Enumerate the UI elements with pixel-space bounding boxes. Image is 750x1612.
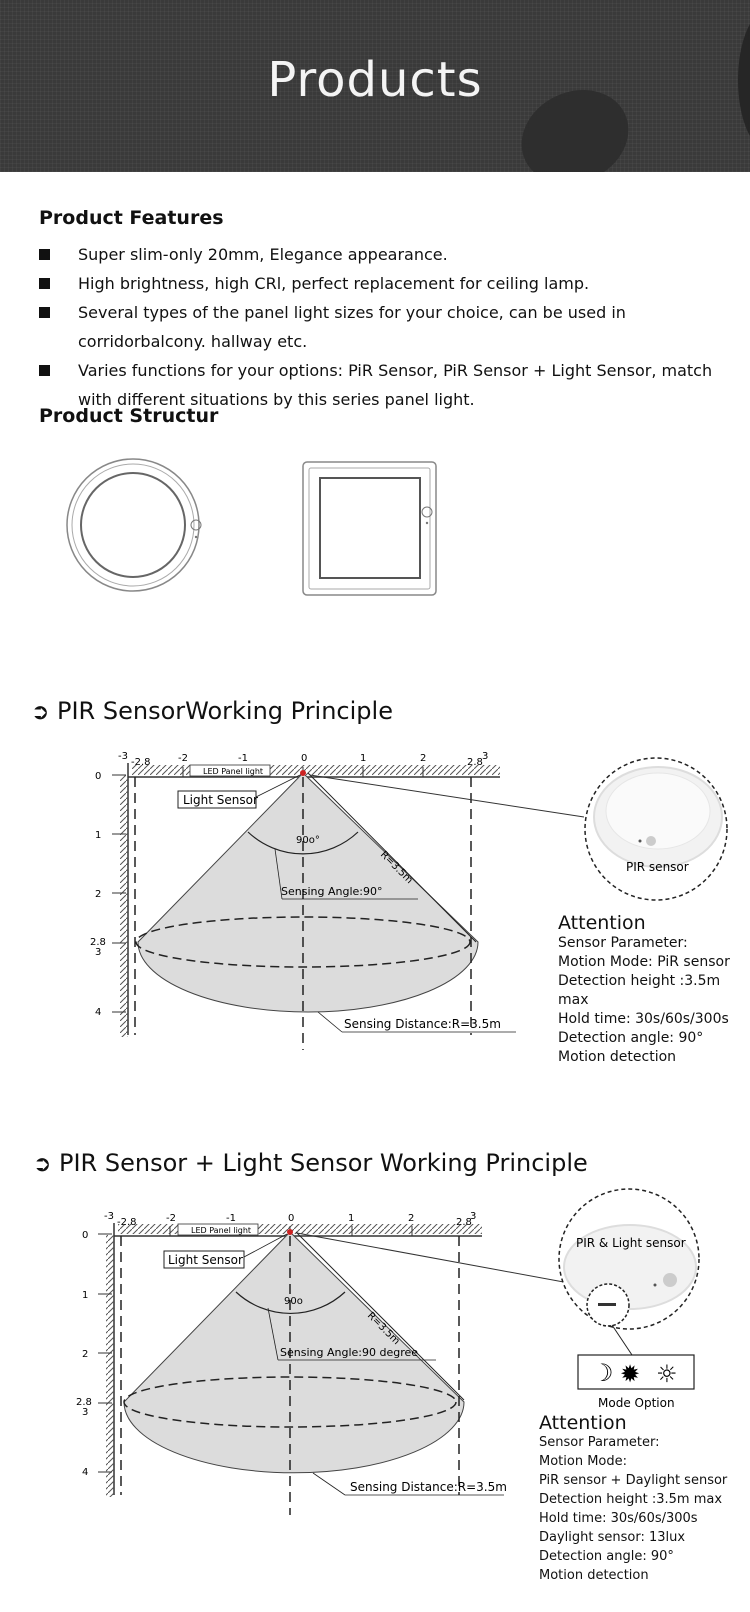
tick-label: 2.8 <box>456 1217 472 1228</box>
pir-product-photo: PIR sensor <box>584 757 728 901</box>
tick-label: 2 <box>408 1213 414 1224</box>
tick-label: 3 <box>82 1407 88 1418</box>
tick-label: 2.8 <box>76 1397 92 1408</box>
page-title: Products <box>267 52 483 108</box>
sensor-point <box>287 1229 293 1235</box>
panel-light-label: LED Panel light <box>191 1226 251 1235</box>
product-structure-drawing <box>66 458 437 596</box>
square-panel-drawing <box>302 461 437 596</box>
light-sensor-label: Light Sensor <box>168 1253 243 1267</box>
tick-label: -1 <box>238 753 248 764</box>
sensing-distance-label: Sensing Distance:R=3.5m <box>350 1480 507 1494</box>
pir-light-product-photo: PIR & Light sensor <box>558 1188 700 1330</box>
feature-item: Varies functions for your options: PiR S… <box>39 356 729 414</box>
bright-sun-icon: ✹ <box>620 1360 640 1388</box>
angle-label: 90o° <box>296 835 320 846</box>
feature-item: Super slim-only 20mm, Elegance appearanc… <box>39 240 729 269</box>
product-label: PIR & Light sensor <box>576 1236 686 1250</box>
structure-heading: Product Structur <box>39 405 219 427</box>
panel-light-label: LED Panel light <box>203 767 263 776</box>
features-heading: Product Features <box>39 207 224 229</box>
tick-label: -3 <box>118 751 128 762</box>
tick-label: 2 <box>82 1349 88 1360</box>
moon-icon: ☽ <box>592 1359 614 1387</box>
sensing-cone <box>137 772 479 1013</box>
square-bullet-icon <box>39 365 50 376</box>
tick-label: 2 <box>420 753 426 764</box>
tick-label: 3 <box>95 947 101 958</box>
tick-label: 1 <box>82 1290 88 1301</box>
light-sensor-label: Light Sensor <box>183 793 258 807</box>
tick-label: -2.8 <box>117 1217 137 1228</box>
tick-label: -2.8 <box>131 757 151 768</box>
tick-label: -2 <box>178 753 188 764</box>
tick-label: 2.8 <box>90 937 106 948</box>
tick-label: 3 <box>470 1211 476 1222</box>
feature-item: High brightness, high CRl, perfect repla… <box>39 269 729 298</box>
tick-label: 2.8 <box>467 757 483 768</box>
tick-label: -2 <box>166 1213 176 1224</box>
tick-label: 1 <box>348 1213 354 1224</box>
square-bullet-icon <box>39 278 50 289</box>
pir-principle-heading: ➲PIR SensorWorking Principle <box>31 697 393 725</box>
tick-label: 0 <box>301 753 307 764</box>
sensing-angle-label: Sensing Angle:90° <box>281 885 382 898</box>
tick-label: 1 <box>95 830 101 841</box>
tick-label: 3 <box>482 751 488 762</box>
tick-label: 2 <box>95 889 101 900</box>
tick-label: -3 <box>104 1211 114 1222</box>
pir-attention: Attention Sensor Parameter: Motion Mode:… <box>558 912 730 1065</box>
tick-label: 0 <box>95 771 101 782</box>
sensing-angle-label: Sensing Angle:90 degree <box>280 1346 418 1359</box>
sensing-cone <box>123 1231 465 1474</box>
pir-light-diagram: -3 -2.8 -2 -1 0 1 2 2.8 3 0 1 2 2.8 3 4 … <box>76 1188 700 1515</box>
tick-label: 0 <box>82 1230 88 1241</box>
sensing-ellipse <box>135 916 471 968</box>
square-bullet-icon <box>39 249 50 260</box>
pir-light-attention: Attention Sensor Parameter: Motion Mode:… <box>539 1412 728 1584</box>
tick-label: 4 <box>95 1007 101 1018</box>
tick-label: 0 <box>288 1213 294 1224</box>
sun-icon: ☼ <box>656 1360 678 1388</box>
arrow-circle-right-icon: ➲ <box>31 700 50 725</box>
product-label: PIR sensor <box>626 860 689 874</box>
tick-label: 1 <box>360 753 366 764</box>
sensing-distance-label: Sensing Distance:R=3.5m <box>344 1017 501 1031</box>
square-bullet-icon <box>39 307 50 318</box>
sensing-ellipse <box>123 1376 457 1428</box>
feature-item: Several types of the panel light sizes f… <box>39 298 729 356</box>
pir-light-principle-heading: ➲PIR Sensor + Light Sensor Working Princ… <box>33 1149 588 1177</box>
angle-label: 90o <box>284 1296 303 1307</box>
features-list: Super slim-only 20mm, Elegance appearanc… <box>39 240 729 414</box>
arrow-circle-right-icon: ➲ <box>33 1152 52 1177</box>
hero-banner: Products <box>0 0 750 172</box>
sensor-point <box>300 770 306 776</box>
round-panel-drawing <box>66 458 202 592</box>
mode-option-box <box>577 1354 695 1390</box>
pir-diagram: -3 -2.8 -2 -1 0 1 2 2.8 3 0 1 2 2.8 3 4 … <box>90 751 728 1050</box>
tick-label: 4 <box>82 1467 88 1478</box>
tick-label: -1 <box>226 1213 236 1224</box>
mode-option-label: Mode Option <box>598 1396 675 1410</box>
